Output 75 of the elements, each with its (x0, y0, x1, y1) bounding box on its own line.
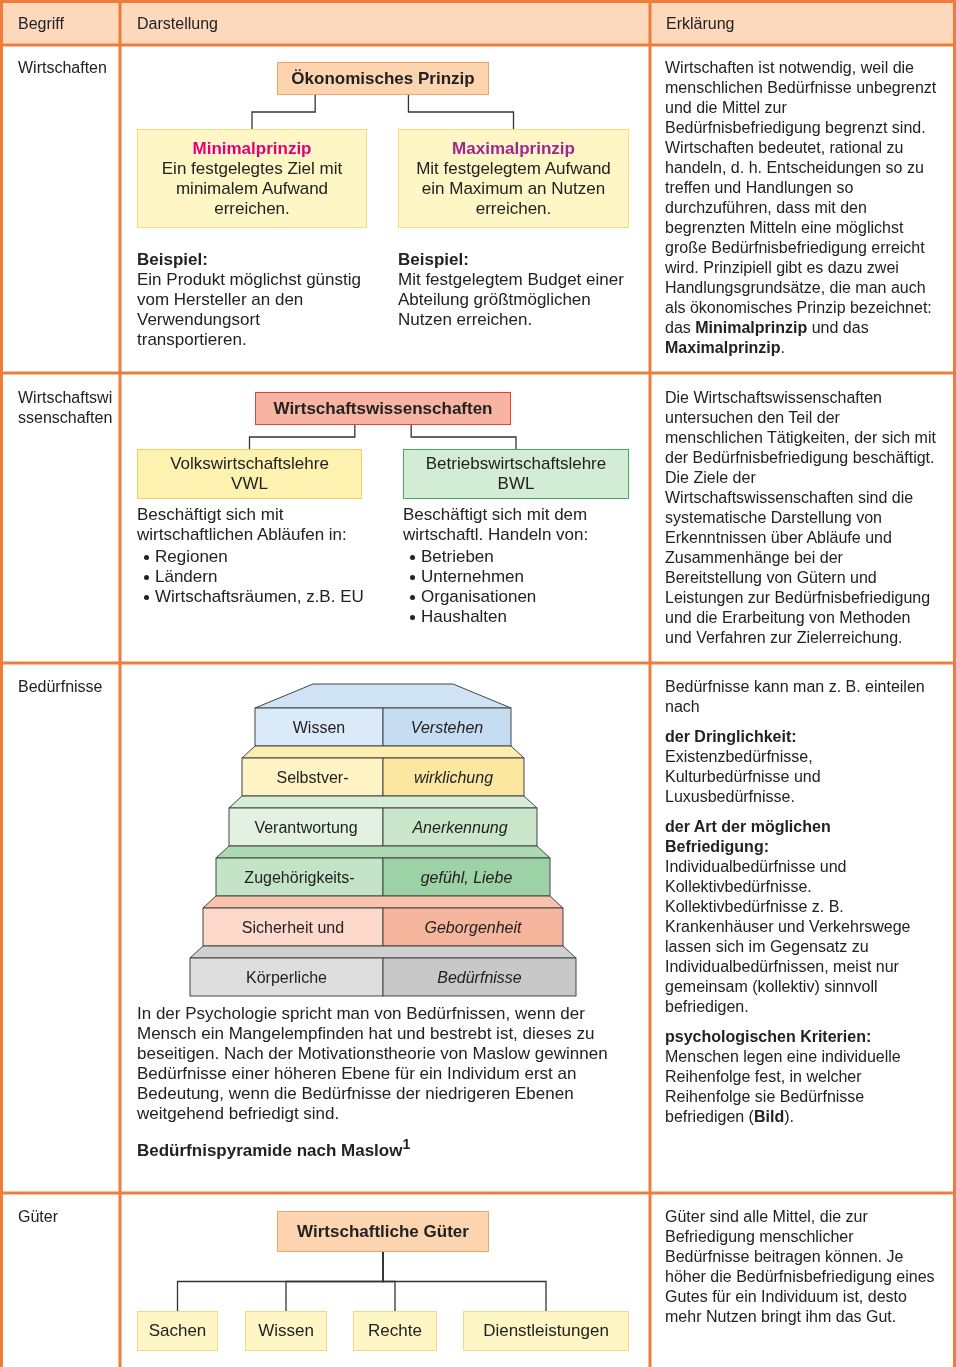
explanation-text: Wirtschaften ist notwendig, weil die menschlichen Bedürfnisse unbegrenzt und die Mittel zur Bedürfnisbefriedigung begrenzt sind. Wirtschaften bedeutet, rational zu handeln, d. h. Entscheidungen so zu treffen und Handlungen so durchzuführen, dass mit den begrenzten Mitteln eine möglichst große Bedürfnisbefriedigung erreicht wird. Prinzipiell gibt es dazu zwei Handlungsgrundsätze, die man auch als ökonomisches Prinzip bezeichnet: das Minimalprinzip und das Maximalprinzip. (665, 58, 938, 358)
concept-box (398, 129, 629, 228)
explanation-text: Kollektivbedürfnisse z. B. Krankenhäuser und Verkehrswege lassen sich im Gegensatz zu Individualbedürfnissen, meist nur gemeinsam (kollektiv) sinnvoll befriedigen. (665, 897, 912, 1017)
layer-label: Wissen (292, 719, 346, 736)
layer-label: Verstehen (410, 719, 484, 736)
example-heading: Beispiel: (137, 250, 209, 270)
explanation-text: Die Wirtschaftswissenschaften untersuchen den Teil der menschlichen Tätigkeiten, der sich mit der Bedürfnisbefriedigung beschäftigt. Die Ziele der Wirtschaftswissenschaften sind die systematische Darstellung von Erkenntnissen über Abläufe und Zusammenhänge bei der Bereitstellung von Gütern und Leistungen zur Bedürfnisbefriedigung und die Erarbeitung von Methoden und Verfahren zur Zielerreichung. (665, 388, 937, 648)
list-item: Wirtschaftsräumen, z.B. EU (155, 587, 364, 606)
box-text: Betriebswirtschaftslehre (424, 454, 608, 474)
example-text: Mit festgelegtem Budget einer Abteilung größtmöglichen Nutzen erreichen. (398, 270, 625, 330)
connector-line (407, 94, 515, 130)
pyramid-layer (228, 795, 538, 847)
layer-label: wirklichung (413, 769, 494, 786)
example-heading: Beispiel: (398, 250, 470, 270)
column-header: Darstellung (137, 14, 219, 34)
explanation-text: Güter sind alle Mittel, die zur Befriedigung menschlicher Bedürfnisse beitragen können. Je höher die Bedürfnisbefriedigung eines Gutes für ein Individuum ist, desto mehr Nutzen bringt ihm das Gut. (665, 1207, 936, 1327)
concept-box: Wirtschaftswissenschaften (255, 392, 511, 425)
list-item: Regionen (155, 547, 228, 566)
explanation-text: Existenzbedürfnisse, Kulturbedürfnisse und Luxusbedürfnisse. (665, 747, 822, 807)
connector-line (248, 424, 356, 450)
layer-label: Sicherheit und (241, 919, 345, 936)
pyramid-layer (254, 683, 512, 747)
pyramid-layer (215, 845, 551, 897)
pyramid-layer (189, 945, 577, 997)
concept-box: Rechte (353, 1311, 437, 1351)
layer-label: Selbstver- (276, 769, 349, 786)
list-item: Haushalten (421, 607, 507, 626)
column-header: Begriff (18, 14, 65, 34)
column-header: Erklärung (666, 14, 736, 34)
list-item: Unternehmen (421, 567, 524, 586)
subheading: psychologischen Kriterien: (665, 1027, 873, 1047)
list-item: Organisationen (421, 587, 537, 606)
explanation-text: Bedürfnisse kann man z. B. einteilen nach (665, 677, 926, 717)
explanation-text: Individualbedürfnisse und Kollektivbedürfnisse. (665, 857, 848, 897)
box-text: BWL (496, 474, 536, 494)
term-text: Güter (18, 1207, 59, 1227)
term-text: Wirtschaftswissenschaften (18, 388, 113, 428)
box-text: Mit festgelegtem Aufwand ein Maximum an Nutzen erreichen. (415, 158, 612, 219)
figure-caption: Bedürfnispyramide nach Maslow$^{1}$ (137, 1135, 412, 1161)
subheading: der Dringlichkeit: (665, 727, 798, 747)
box-title: Maximalprinzip (451, 138, 576, 159)
term-text: Wirtschaften (18, 58, 108, 78)
description-text: Beschäftigt sich mit dem wirtschaftl. Handeln von: (403, 505, 590, 545)
box-text: Ein festgelegtes Ziel mit minimalem Aufwand erreichen. (160, 158, 344, 219)
connector-line (382, 1251, 547, 1312)
pyramid-layer (241, 745, 525, 797)
list-item: Ländern (155, 567, 218, 586)
box-title: Minimalprinzip (191, 138, 313, 159)
box-text: Volkswirtschaftslehre (169, 454, 330, 474)
layer-label: Zugehörigkeits- (244, 869, 355, 886)
concept-box: Wirtschaftliche Güter (277, 1211, 489, 1252)
layer-label: Körperliche (246, 969, 327, 986)
concept-box (137, 129, 367, 228)
description-text: In der Psychologie spricht man von Bedürfnissen, wenn der Mensch ein Mangelempfinden hat und bestrebt ist, dieses zu beseitigen. Nach der Motivationstheorie von Maslow gewinnen Bedürfnisse einer höheren Ebene für ein Individum erst an Bedeutung, wenn die Bedürfnisse der niedrigeren Ebenen weitgehend befriedigt sind. (137, 1004, 609, 1124)
concept-box: Dienstleistungen (463, 1311, 629, 1351)
list-item: Betrieben (421, 547, 494, 566)
layer-label: Anerkennung (412, 819, 508, 836)
concept-box: Wissen (245, 1311, 327, 1351)
example-text: Ein Produkt möglichst günstig vom Hersteller an den Verwendungsort transportieren. (137, 270, 362, 350)
concept-box: Ökonomisches Prinzip (277, 62, 489, 95)
term-text: Bedürfnisse (18, 677, 104, 697)
layer-label: Geborgenheit (424, 919, 522, 936)
box-text: VWL (230, 474, 269, 494)
concept-box (403, 449, 629, 499)
connector-line (410, 424, 517, 450)
concept-box: Sachen (137, 1311, 218, 1351)
description-text: Beschäftigt sich mit wirtschaftlichen Abläufen in: (137, 505, 348, 545)
subheading: der Art der möglichen Befriedigung: (665, 817, 832, 857)
layer-label: Bedürfnisse (437, 969, 522, 986)
concept-box (137, 449, 362, 499)
pyramid-layer (202, 895, 564, 947)
layer-label: gefühl, Liebe (420, 869, 513, 886)
connector-line (251, 94, 316, 130)
explanation-text: Menschen legen eine individuelle Reihenfolge fest, in welcher Reihenfolge sie Bedürfnisse befriedigen (Bild). (665, 1047, 902, 1127)
layer-label: Verantwortung (254, 819, 358, 836)
